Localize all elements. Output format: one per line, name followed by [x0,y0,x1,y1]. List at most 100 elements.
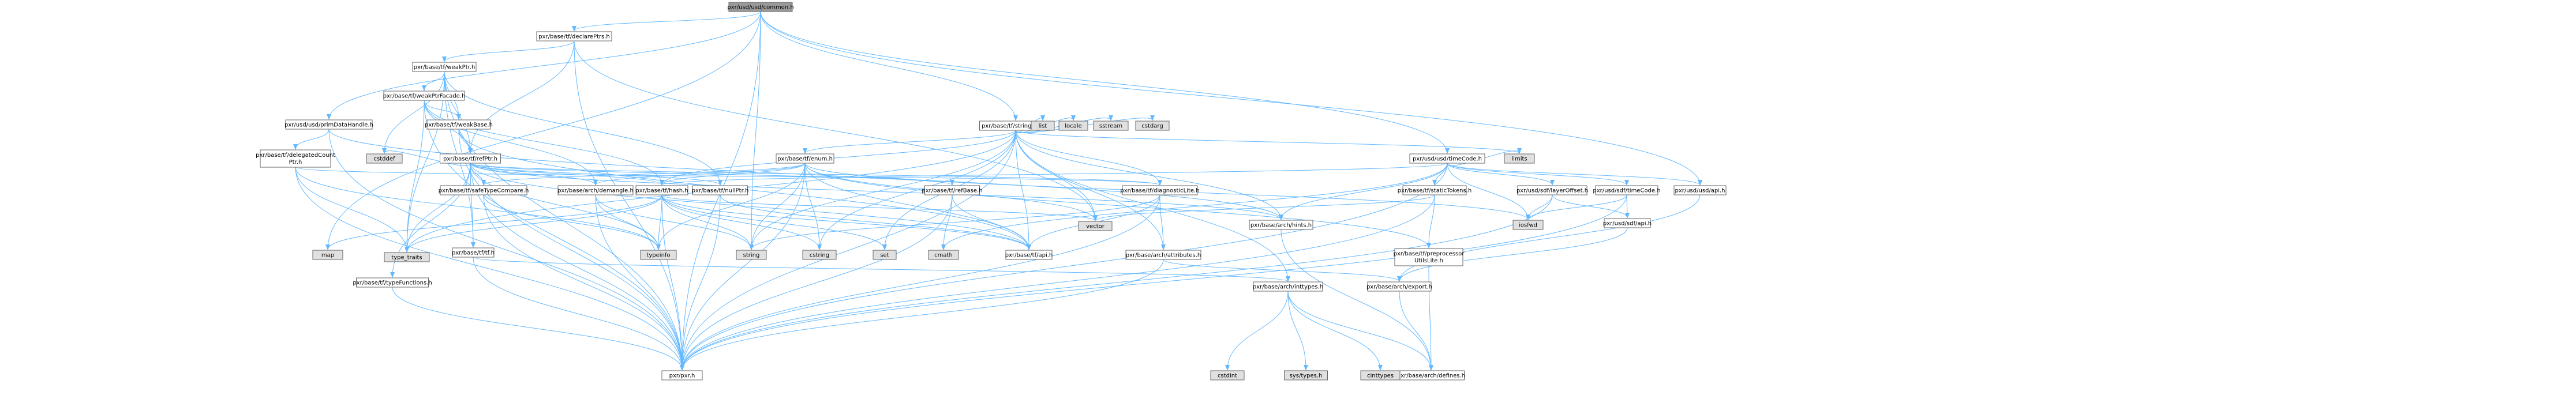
node-box-cmath [928,250,959,260]
node-common[interactable]: pxr/usd/usd/common.h [727,2,794,12]
node-attributes[interactable]: pxr/base/arch/attributes.h [1125,250,1201,260]
node-staticTokens[interactable]: pxr/base/tf/staticTokens.h [1398,185,1472,195]
edge-demangle-to-typeinfo [595,194,661,250]
node-box-preprocessorUtilsLite [1394,248,1463,266]
node-typeFunctions[interactable]: pxr/base/tf/typeFunctions.h [353,277,432,288]
node-weakPtrFacade[interactable]: pxr/base/tf/weakPtrFacade.h [383,91,466,101]
node-label-hints: pxr/base/arch/hints.h [1250,223,1312,229]
edge-common-to-timeCode [760,11,1450,154]
node-tf[interactable]: pxr/base/tf/tf.h [452,247,495,258]
node-hash[interactable]: pxr/base/tf/hash.h [635,185,688,195]
node-box-cstdint [1210,370,1245,381]
node-box-weakPtr [412,62,477,72]
node-sdfTimeCode[interactable]: pxr/usd/sdf/timeCode.h [1593,185,1661,195]
edge-diagnosticLite-to-pxr [680,194,1160,371]
node-label-weakPtr: pxr/base/tf/weakPtr.h [414,65,475,71]
edge-declarePtrs-to-weakPtr [442,40,575,62]
node-diagnosticLite[interactable]: pxr/base/tf/diagnosticLite.h [1120,185,1200,195]
node-map: map [312,250,343,260]
edge-weakPtrFacade-to-pxr [424,100,684,371]
edge-hash-to-string [661,194,754,250]
node-defines[interactable]: pxr/base/arch/defines.h [1397,370,1465,381]
node-label-safeTypeCompare: pxr/base/tf/safeTypeCompare.h [439,188,529,194]
edge-refPtr-to-type_traits [405,163,471,253]
node-primDataHandle[interactable]: pxr/usd/usd/primDataHandle.h [284,119,373,130]
edge-refBase-to-cmath [941,194,953,250]
node-refBase[interactable]: pxr/base/tf/refBase.h [922,185,983,195]
node-box-tf [452,247,495,258]
node-inttypes[interactable]: pxr/base/arch/inttypes.h [1253,281,1323,292]
node-box-cstring [802,250,837,260]
edge-typeFunctions-to-pxr [392,287,684,371]
node-label-iosfwd: iosfwd [1519,223,1537,229]
node-label-cstdint: cstdint [1218,373,1237,379]
node-declarePtrs[interactable]: pxr/base/tf/declarePtrs.h [536,31,612,42]
node-label-set: set [880,253,889,259]
node-label-string: string [743,253,760,259]
node-tfApi[interactable]: pxr/base/tf/api.h [1005,250,1053,260]
edge-refBase-to-pxr [680,194,953,371]
node-set: set [873,250,897,260]
edge-primDataHandle-to-delegatedCountPtr [293,129,330,150]
node-label-export: pxr/base/arch/export.h [1366,284,1432,291]
node-weakBase[interactable]: pxr/base/tf/weakBase.h [425,119,493,130]
node-box-refBase [924,185,980,195]
edge-refBase-to-tfApi [952,194,1031,250]
node-export[interactable]: pxr/base/arch/export.h [1366,281,1432,292]
node-box-tfApi [1005,250,1053,260]
node-label-locale: locale [1065,123,1081,130]
edge-hints-to-defines [1280,229,1433,371]
node-box-iosfwd [1512,220,1544,230]
node-box-diagnosticLite [1122,185,1198,195]
node-box-string [736,250,767,260]
node-locale: locale [1058,120,1088,131]
node-demangle[interactable]: pxr/base/arch/demangle.h [557,185,634,195]
node-box-cstddef [366,153,403,164]
node-label-map: map [321,253,334,259]
node-nullPtr[interactable]: pxr/base/tf/nullPtr.h [692,185,749,195]
edge-stringUtils-to-limits [1015,130,1522,154]
node-timeCode[interactable]: pxr/usd/usd/timeCode.h [1409,153,1485,164]
edge-tf-to-inttypes [473,257,1290,282]
node-box-hints [1249,220,1313,230]
node-box-cstdarg [1135,120,1170,131]
edge-enum-to-safeTypeCompare [481,163,806,186]
node-sdfApi[interactable]: pxr/usd/sdf/api.h [1603,218,1652,228]
edge-nullPtr-to-pxr [680,194,721,371]
node-pxr[interactable]: pxr/pxr.h [661,370,703,381]
edge-common-to-string [749,11,761,250]
node-box-typeFunctions [356,277,429,288]
edge-stringUtils-to-pxr [680,130,1016,371]
node-label-nullPtr: pxr/base/tf/nullPtr.h [692,188,749,194]
node-label-tf: pxr/base/tf/tf.h [452,250,495,257]
node-label-inttypes: pxr/base/arch/inttypes.h [1253,284,1323,291]
edge-staticTokens-to-preprocessorUtilsLite [1426,194,1435,248]
edge-timeCode-to-hints [1279,163,1448,220]
edge-hash-to-cstring [661,194,822,250]
edge-attributes-to-pxr [680,259,1164,371]
node-usdApi[interactable]: pxr/usd/usd/api.h [1673,185,1727,195]
node-enum[interactable]: pxr/base/tf/enum.h [776,153,834,164]
edge-safeTypeCompare-to-pxr [483,194,684,371]
node-label-attributes: pxr/base/arch/attributes.h [1126,253,1201,259]
node-cstddef: cstddef [366,153,403,164]
edge-delegatedCountPtr-to-typeinfo [295,167,661,250]
node-hints[interactable]: pxr/base/arch/hints.h [1249,220,1313,230]
edge-primDataHandle-to-pxr [328,129,684,371]
node-layerOffset[interactable]: pxr/usd/sdf/layerOffset.h [1517,185,1588,195]
node-box-nullPtr [692,185,748,195]
node-label-cstddef: cstddef [374,156,395,163]
edge-timeCode-to-staticTokens [1432,163,1448,186]
node-weakPtr[interactable]: pxr/base/tf/weakPtr.h [412,62,477,72]
node-typeinfo: typeinfo [640,250,677,260]
node-box-declarePtrs [536,31,612,42]
edge-enum-to-cstring [804,163,822,250]
node-refPtr[interactable]: pxr/base/tf/refPtr.h [440,153,501,164]
edge-diagnosticLite-to-string [749,194,1160,250]
node-safeTypeCompare[interactable]: pxr/base/tf/safeTypeCompare.h [439,185,529,195]
node-label-refBase: pxr/base/tf/refBase.h [922,188,982,194]
edge-delegatedCountPtr-to-pxr [295,167,684,371]
